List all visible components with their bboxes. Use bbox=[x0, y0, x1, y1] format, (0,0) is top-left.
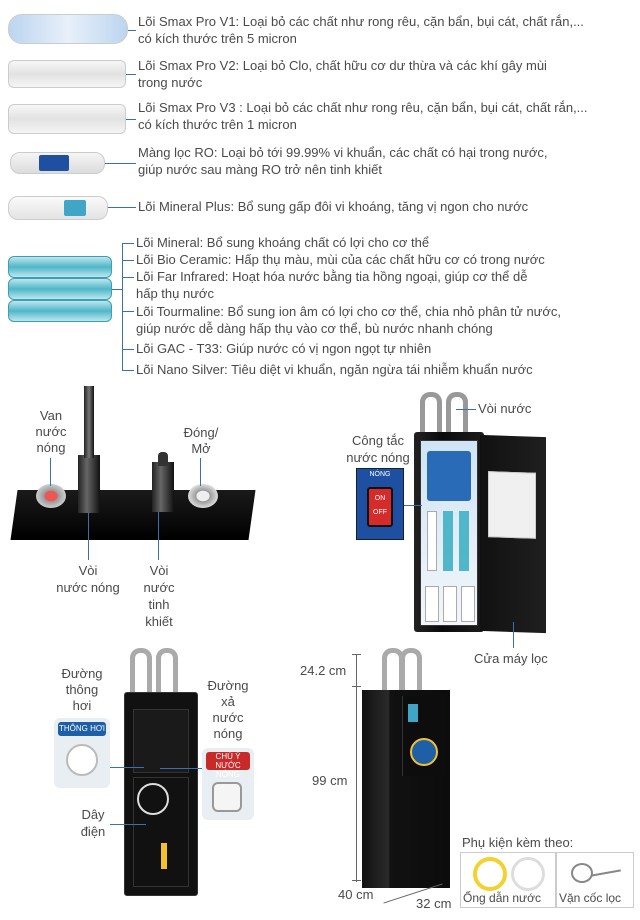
hot-faucet bbox=[78, 455, 100, 513]
hot-valve-knob[interactable] bbox=[36, 484, 66, 508]
hot-water-switch-panel: NÓNG ON OFF bbox=[356, 468, 404, 540]
accessory-tube-box: Ống dẫn nước bbox=[460, 852, 556, 908]
filter-smax-v2-text: Lõi Smax Pro V2: Loại bỏ Clo, chất hữu c… bbox=[138, 58, 547, 90]
label-cua-may-loc: Cửa máy lọc bbox=[474, 651, 548, 666]
on-off-knob[interactable] bbox=[188, 484, 218, 508]
machine-side-view bbox=[362, 690, 450, 888]
dim-height: 99 cm bbox=[312, 773, 348, 788]
pure-faucet bbox=[152, 462, 174, 512]
accessory-wrench-box: Vặn cốc lọc bbox=[556, 852, 634, 908]
mineral-line-5: Lõi Tourmaline: Bổ sung ion âm có lợi ch… bbox=[136, 304, 562, 319]
dim-width: 40 cm bbox=[338, 887, 374, 902]
accessory-tube-label: Ống dẫn nước bbox=[463, 891, 541, 905]
mineral-line-4: hấp thụ nước bbox=[136, 286, 214, 301]
mineral-line-1: Lõi Mineral: Bổ sung khoáng chất có lợi … bbox=[136, 235, 430, 250]
label-voi-nuoc: Vòi nước bbox=[478, 401, 532, 416]
dim-depth: 32 cm bbox=[416, 896, 452, 911]
thong-hoi-badge: THÔNG HƠI bbox=[54, 718, 110, 788]
filter-smax-v3-text: Lõi Smax Pro V3 : Loại bỏ các chất như r… bbox=[138, 100, 588, 132]
filter-ro-image bbox=[10, 152, 105, 174]
machine-interior bbox=[420, 440, 478, 626]
mineral-line-6: giúp nước dễ dàng hấp thụ vào cơ thể, bù… bbox=[136, 321, 493, 336]
tube-yellow-icon bbox=[473, 857, 507, 891]
filter-mineral-plus-image bbox=[8, 196, 108, 220]
switch-label: NÓNG bbox=[369, 471, 391, 478]
mineral-line-7: Lõi GAC - T33: Giúp nước có vị ngon ngọt… bbox=[136, 341, 432, 356]
dim-top: 24.2 cm bbox=[300, 663, 347, 678]
filter-smax-v1-text: Lõi Smax Pro V1: Loại bỏ các chất như ro… bbox=[138, 14, 584, 46]
chu-y-badge: CHÚ Ý NƯỚC NÓNG bbox=[202, 748, 254, 820]
filter-smax-v1-image bbox=[8, 14, 128, 44]
filter-mineral-plus-text: Lõi Mineral Plus: Bổ sung gấp đôi vi kho… bbox=[138, 199, 529, 214]
filter-ro-text: Màng lọc RO: Loại bỏ tới 99.99% vi khuẩn… bbox=[138, 145, 548, 177]
filter-smax-v3-image bbox=[8, 104, 126, 134]
label-dong-mo: Đóng/Mở bbox=[183, 425, 219, 456]
filter-smax-v2-image bbox=[8, 60, 126, 88]
mineral-line-3: Lõi Far Infrared: Hoạt hóa nước bằng tia… bbox=[136, 269, 528, 284]
machine-door[interactable] bbox=[480, 434, 546, 634]
wrench-icon bbox=[571, 863, 593, 883]
mineral-line-8: Lõi Nano Silver: Tiêu diệt vi khuẩn, ngă… bbox=[136, 362, 533, 377]
accessory-wrench-label: Vặn cốc lọc bbox=[559, 891, 622, 905]
back-cabinet bbox=[124, 692, 198, 896]
accessories-title: Phụ kiện kèm theo: bbox=[462, 835, 574, 850]
mineral-line-2: Lõi Bio Ceramic: Hấp thụ màu, mùi của cá… bbox=[136, 252, 545, 267]
tube-white-icon bbox=[511, 857, 545, 891]
hot-water-switch[interactable]: ON OFF bbox=[367, 487, 393, 527]
